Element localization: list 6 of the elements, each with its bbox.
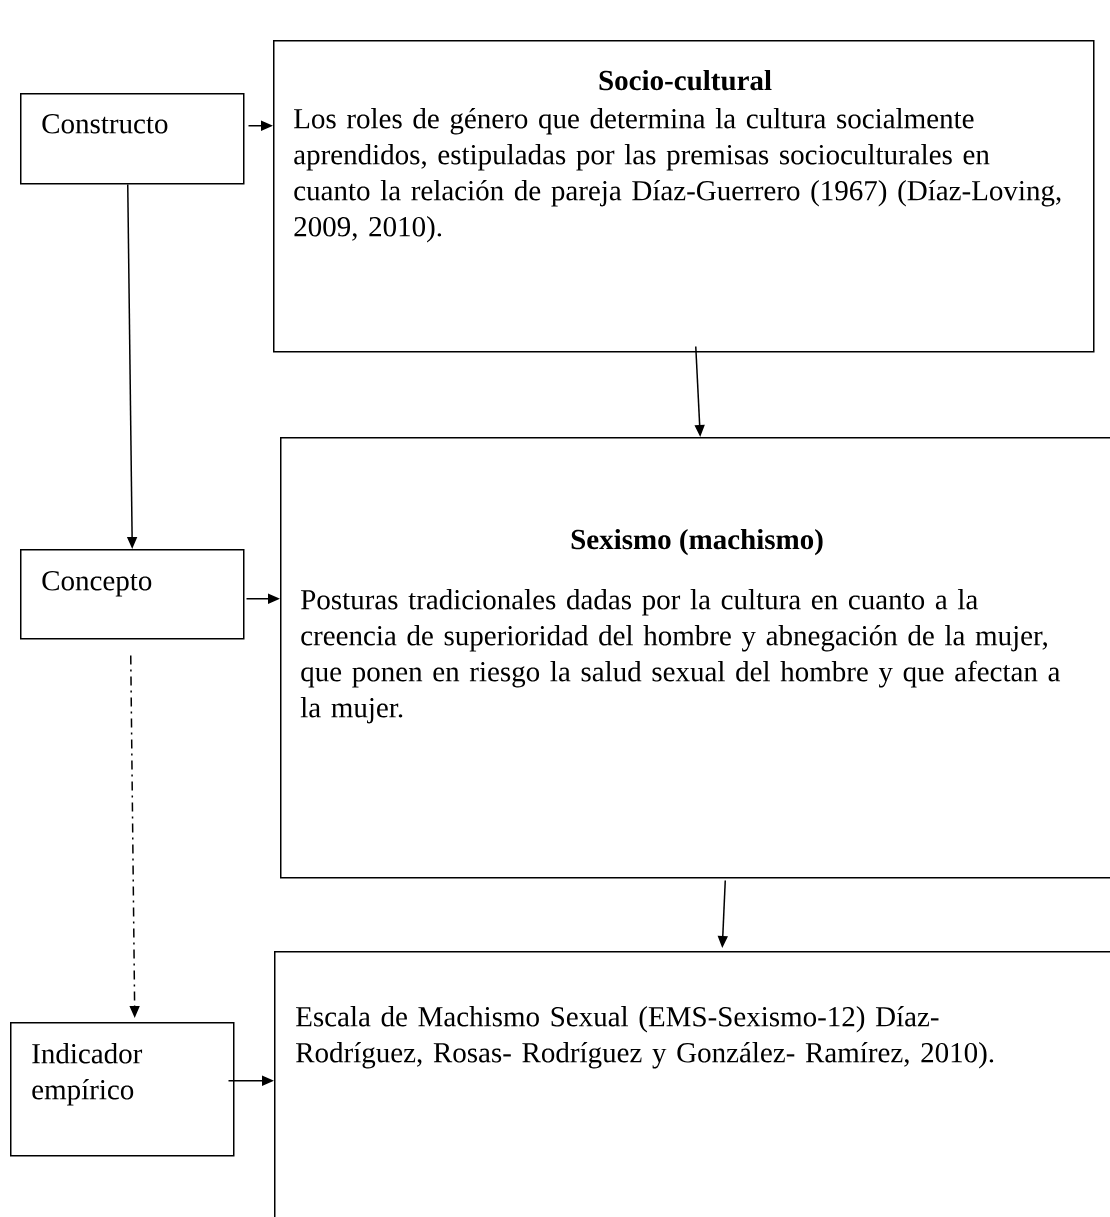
description-box: Sexismo (machismo) Posturas tradicionales dadas por la cultura en cuanto a la creencia de superioridad del hombre y abnegación de la mujer, que ponen en riesgo la salud sexual del hombre y que afectan a la mujer. [280,437,1110,879]
label-box: Constructo [20,93,245,185]
label-box: Indicador empírico [10,1022,235,1157]
description-box: Escala de Machismo Sexual (EMS-Sexismo-12) Díaz-Rodríguez, Rosas- Rodríguez y González- Ramírez, 2010). [274,951,1110,1217]
label-box: Concepto [20,549,245,640]
description-box: Socio-cultural Los roles de género que determina la cultura socialmente aprendidos, estipuladas por las premisas socioculturales en cuanto la relación de pareja Díaz-Guerrero (1967) (Díaz-Loving, 2009, 2010). [273,40,1095,353]
